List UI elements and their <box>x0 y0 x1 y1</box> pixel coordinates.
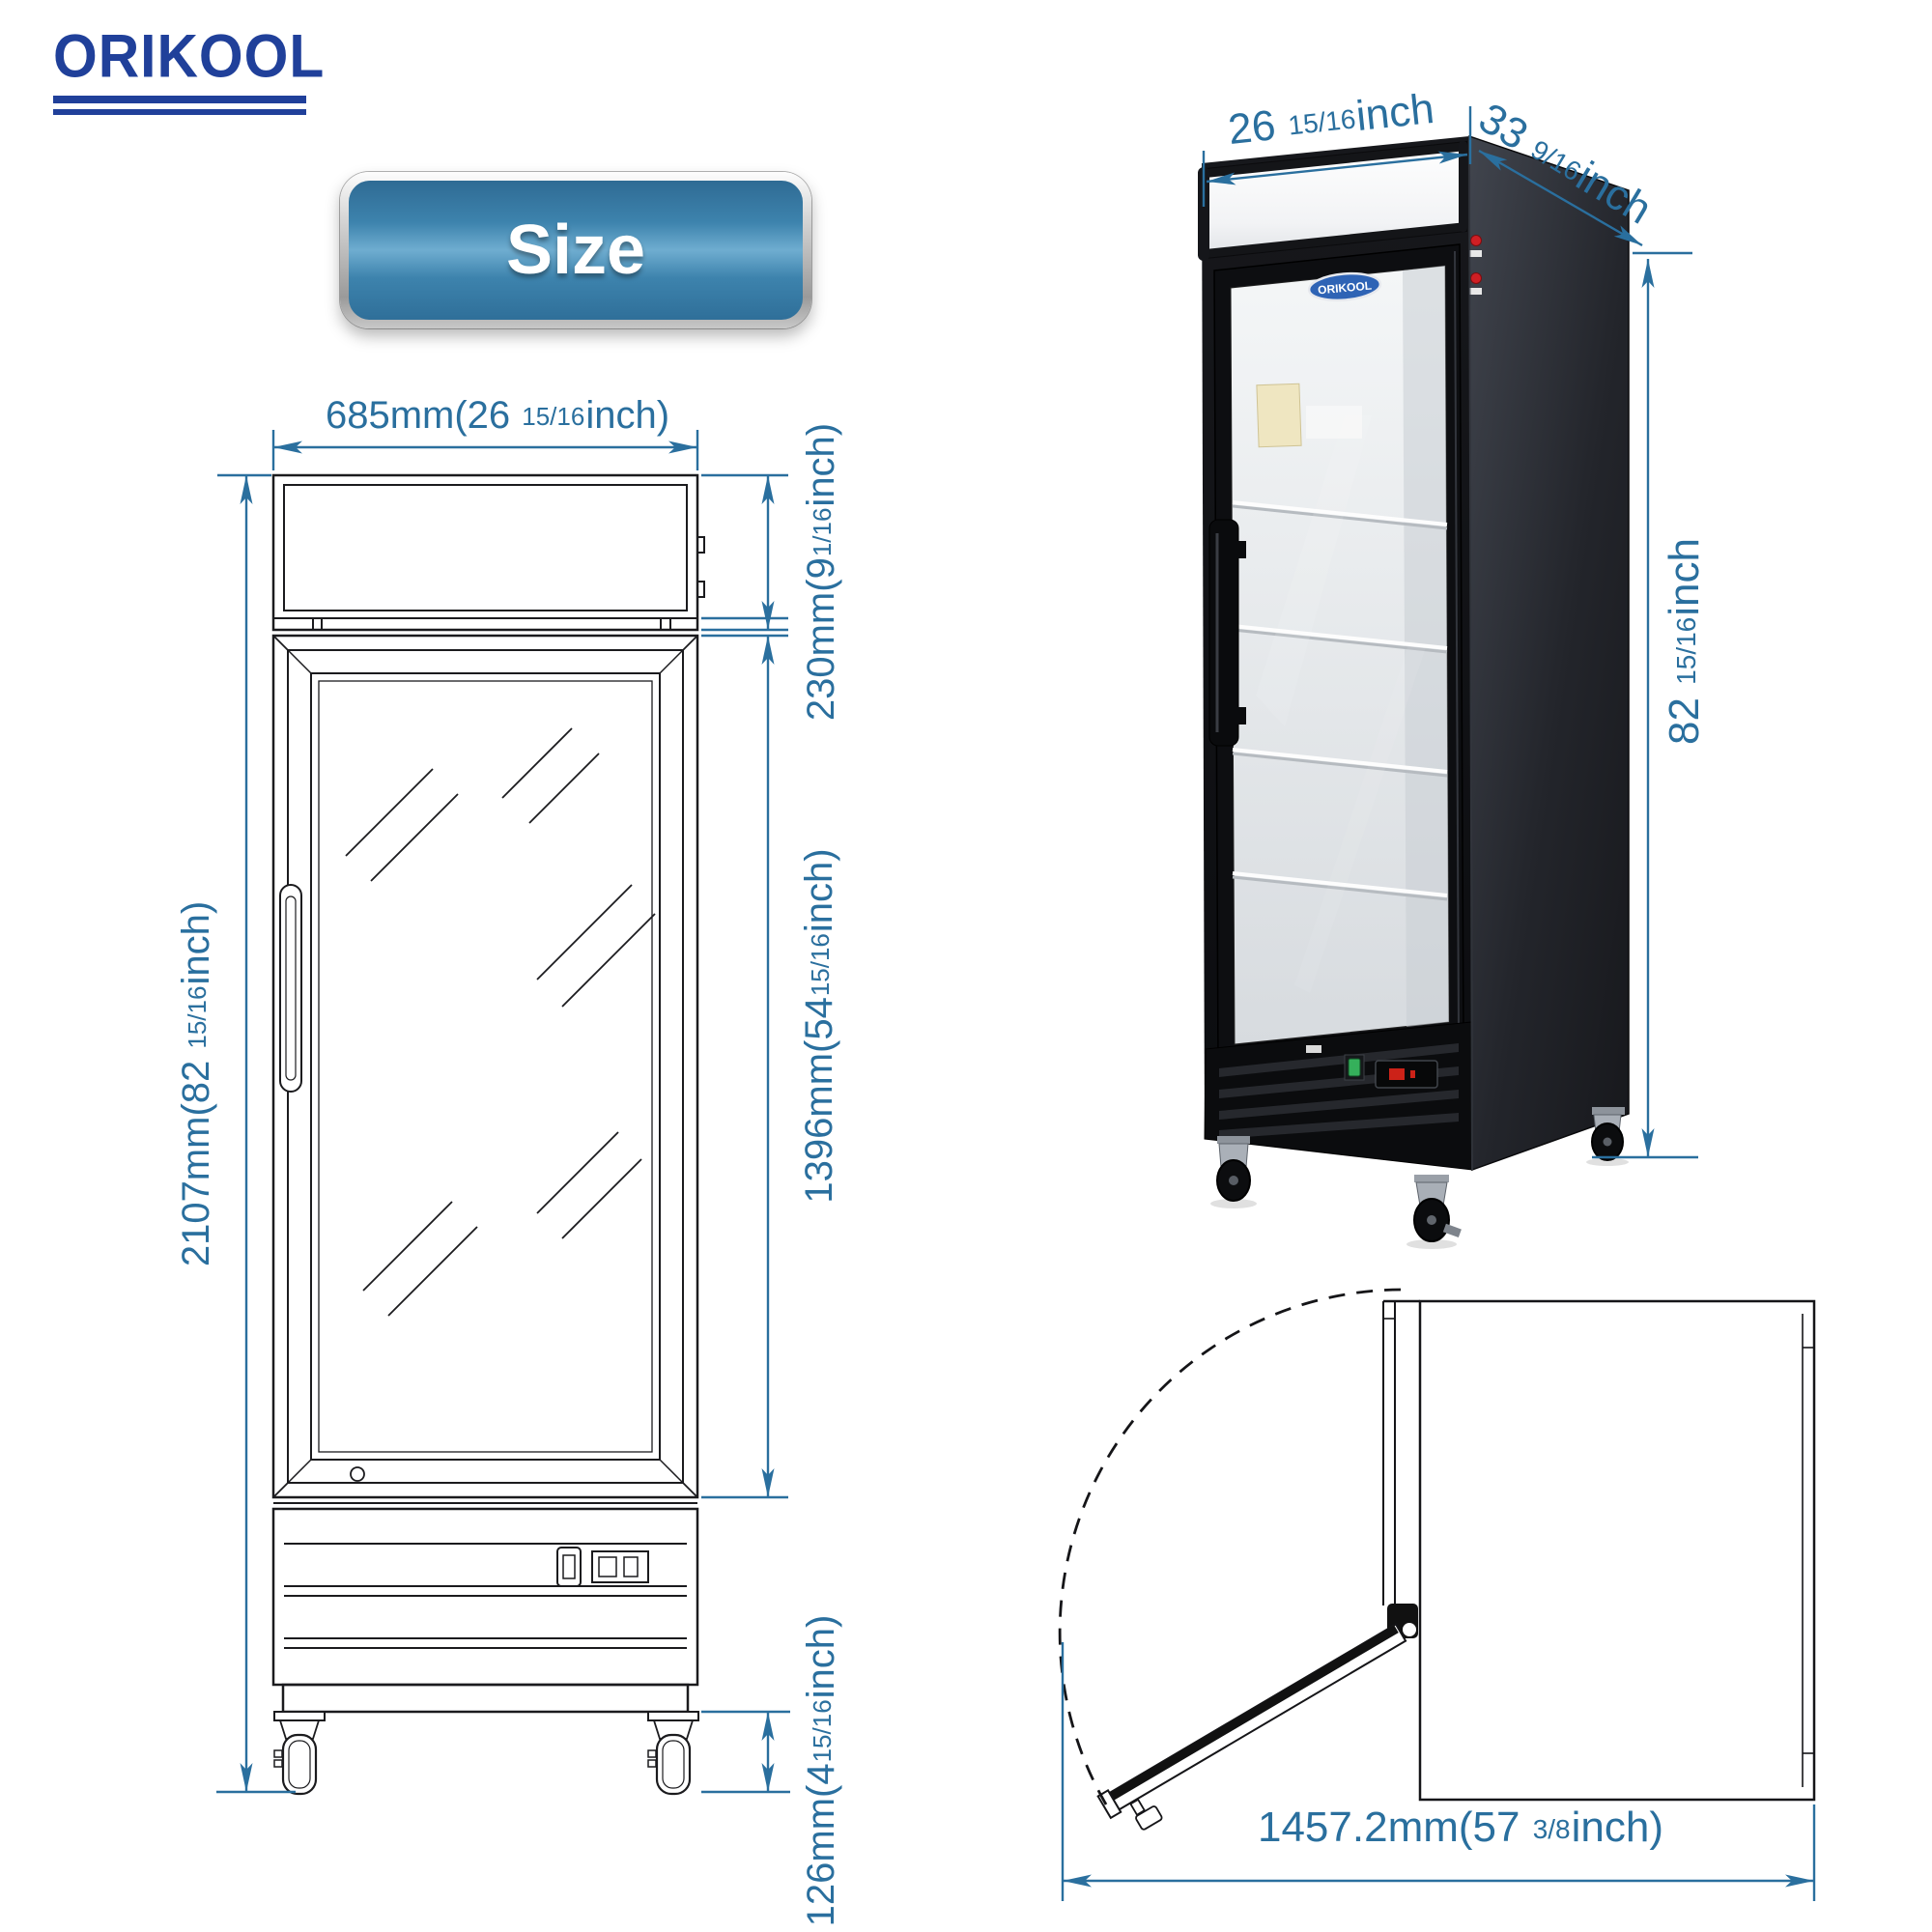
header-height-label: 230mm(91/16inch) <box>800 422 842 722</box>
front-edge-highlight <box>1468 135 1473 1171</box>
glass-reflection-2 <box>1294 639 1426 993</box>
photo-power-switch <box>1344 1054 1365 1081</box>
swing-width-label: 1457.2mm(57 3/8inch) <box>1257 1804 1664 1851</box>
size-badge-label: Size <box>505 212 646 289</box>
front-view-dimensions <box>216 430 790 1794</box>
front-plinth <box>281 1683 690 1714</box>
top-view-drawing <box>1058 1288 1816 1831</box>
dim-header-height <box>701 473 788 632</box>
interior-paper <box>1306 406 1362 439</box>
photo-casters <box>1210 1107 1629 1249</box>
dim-total-height <box>216 473 296 1794</box>
temperature-display <box>591 1550 649 1583</box>
photo-height-label: 82 15/16inch <box>1661 538 1708 745</box>
front-view-drawing <box>271 473 705 1796</box>
front-glass-door <box>271 634 699 1499</box>
logo-underline-top <box>53 96 306 103</box>
front-width-label: 685mm(26 15/16inch) <box>325 394 670 437</box>
louver-label <box>1306 1045 1321 1053</box>
front-caster-left <box>273 1711 326 1796</box>
dim-photo-height <box>1592 251 1698 1159</box>
door-screw <box>350 1466 365 1482</box>
dim-photo-depth <box>1478 149 1643 247</box>
product-photo: ORIKOOL <box>1198 134 1630 1249</box>
logo-underline-bottom <box>53 109 306 115</box>
door-badge-text: ORIKOOL <box>1318 279 1373 298</box>
front-compressor-panel <box>271 1502 699 1714</box>
photo-louver-section <box>1204 1021 1473 1171</box>
top-view-door-handle <box>1129 1798 1146 1816</box>
power-switch <box>556 1547 582 1587</box>
top-view-dimensions <box>1061 1642 1816 1901</box>
top-view-cabinet <box>1418 1299 1816 1802</box>
cabinet-side-panel <box>1468 134 1630 1172</box>
top-view-door-open <box>1096 1623 1407 1831</box>
hinge-strip <box>1454 250 1460 1037</box>
brand-logo: ORIKOOL <box>53 21 326 115</box>
glass-reflection <box>1256 415 1372 726</box>
door-brand-badge: ORIKOOL <box>1307 271 1382 302</box>
indicator-lights <box>1469 235 1482 295</box>
photo-glass-door: ORIKOOL <box>1208 243 1464 1068</box>
top-view-door-closed-edge <box>1382 1299 1420 1605</box>
front-door-handle <box>279 884 302 1093</box>
dim-front-width <box>271 430 699 470</box>
interior-shelves <box>1232 500 1448 901</box>
dim-photo-width <box>1202 106 1472 207</box>
front-sign-box <box>271 473 705 632</box>
glass-reflections <box>345 727 656 1317</box>
interior-spec-label <box>1256 383 1302 448</box>
photo-door-handle <box>1208 519 1246 747</box>
total-height-label: 2107mm(82 15/16inch) <box>175 900 217 1267</box>
dim-base-height <box>701 1710 790 1794</box>
brand-logo-text: ORIKOOL <box>53 22 326 91</box>
front-caster-right <box>647 1711 699 1796</box>
base-height-label: 126mm(415/16inch) <box>800 1614 842 1927</box>
photo-controller <box>1375 1060 1438 1089</box>
caster-brake <box>1442 1223 1462 1238</box>
door-height-label: 1396mm(5415/16inch) <box>798 848 840 1204</box>
size-badge-face: Size <box>349 181 803 320</box>
dim-door-height <box>701 634 788 1499</box>
size-badge: Size <box>340 172 811 328</box>
photo-dimensions <box>1202 106 1698 1159</box>
